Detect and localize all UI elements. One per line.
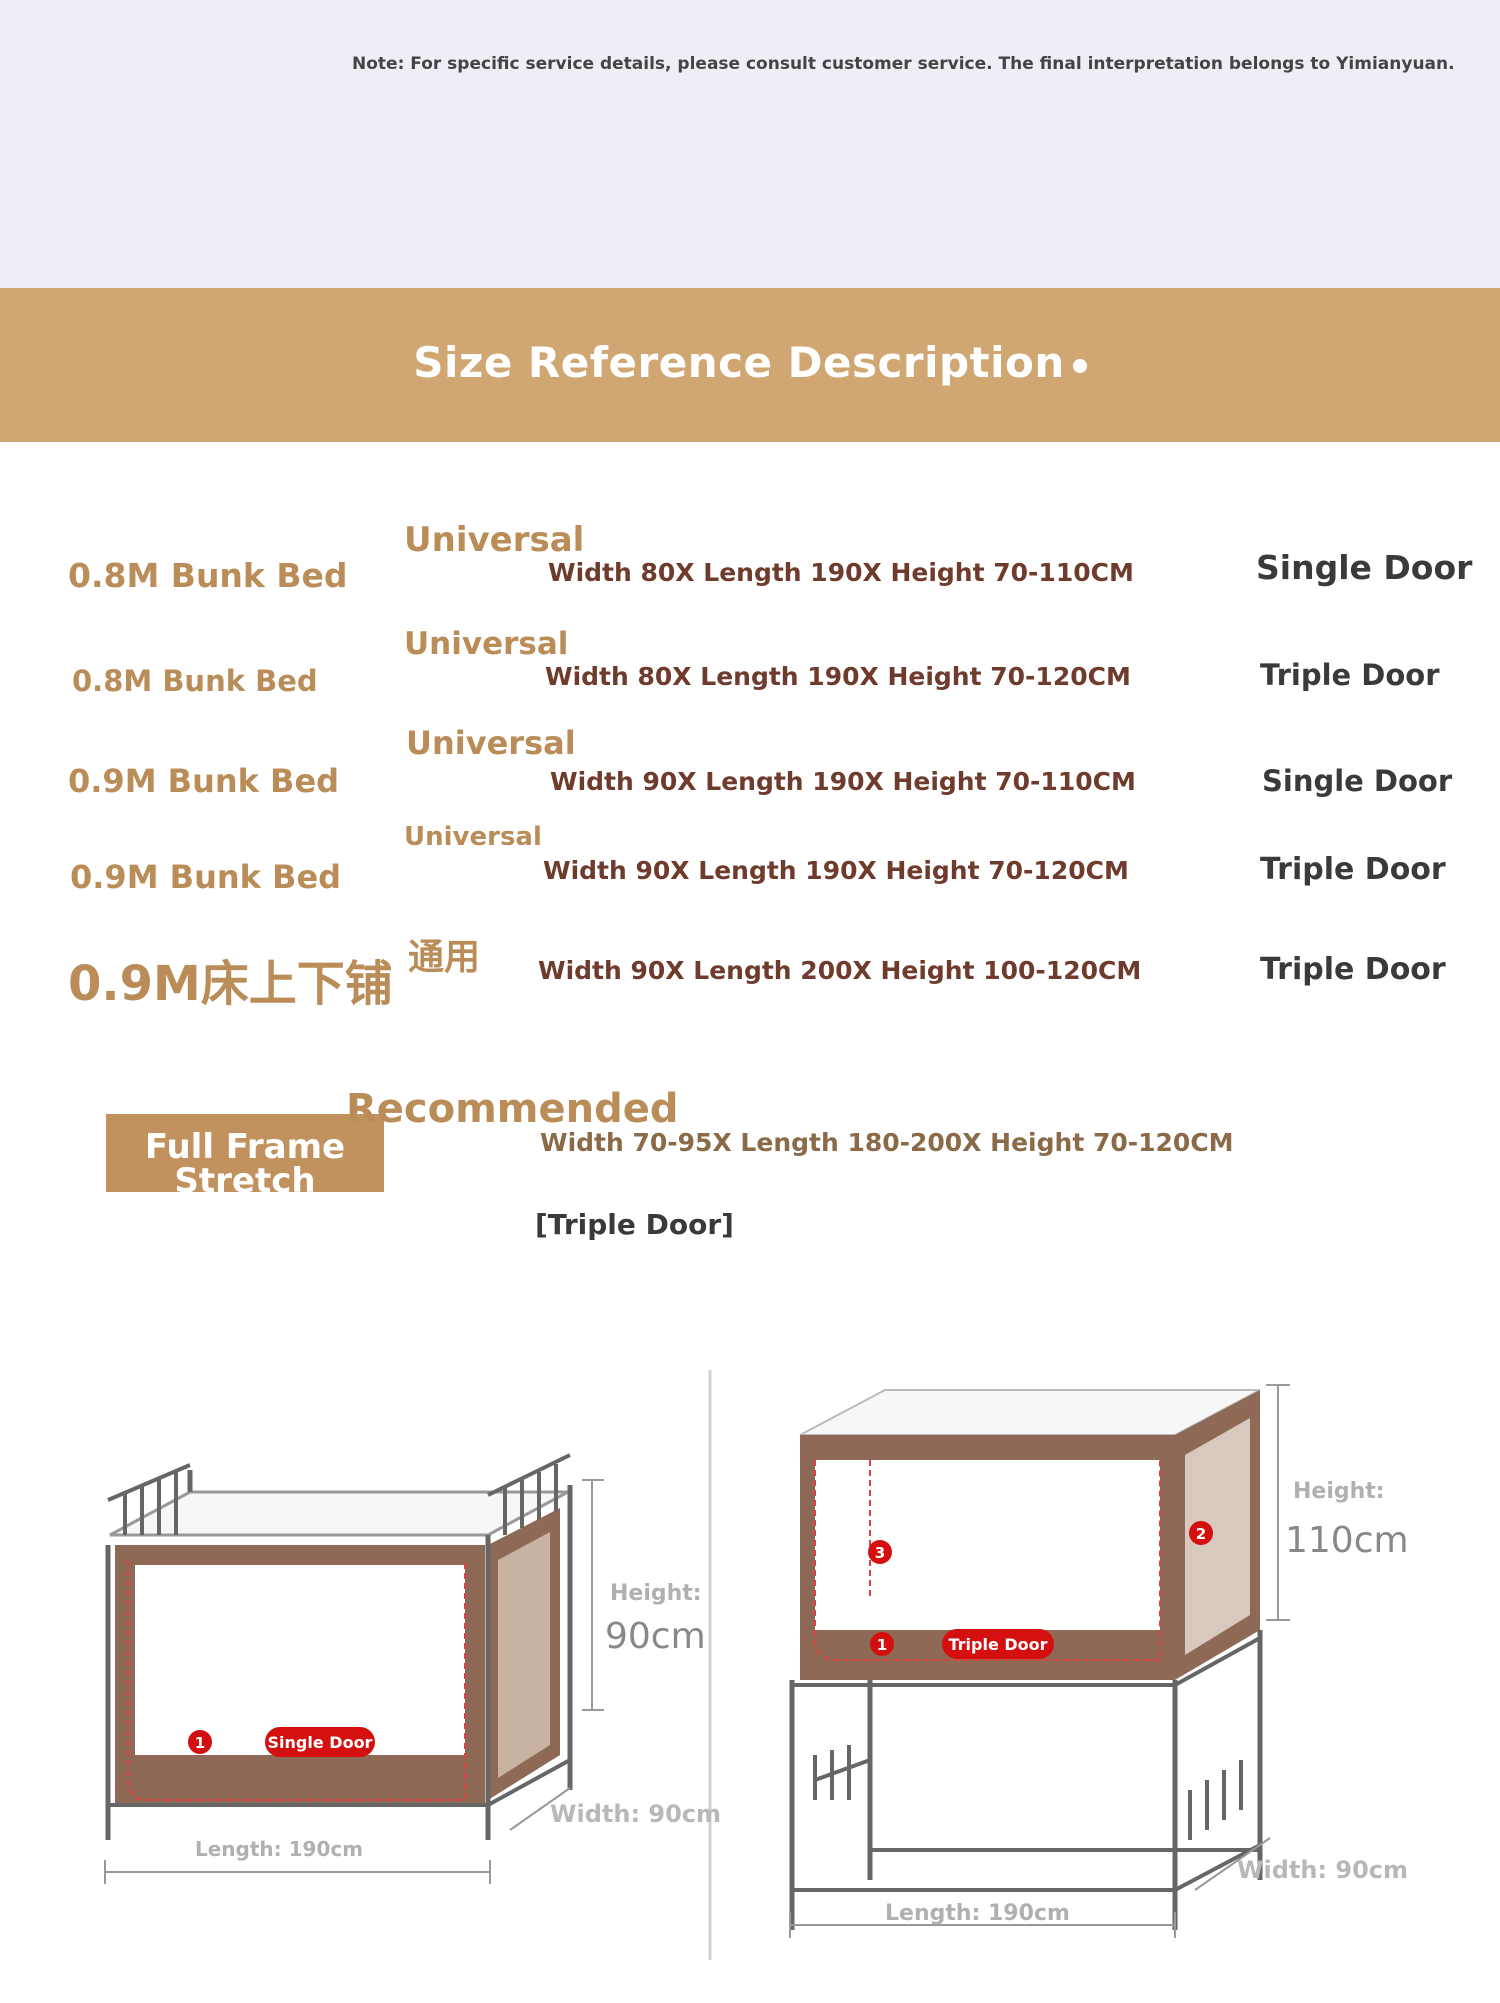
row-4-dims: Width 90X Length 190X Height 70-120CM: [543, 856, 1129, 885]
right-marker-1-label: 1: [877, 1636, 887, 1654]
left-dimension-lines: [104, 1479, 604, 1884]
row-1-dims: Width 80X Length 190X Height 70-110CM: [548, 558, 1134, 587]
row-3-dims: Width 90X Length 190X Height 70-110CM: [550, 767, 1136, 796]
left-bed-top: [109, 1490, 569, 1537]
right-bed-diagram: 3 2 1 Triple Door Height: 110cm Width: 9…: [789, 1384, 1409, 1938]
row-3-tag: Universal: [406, 724, 576, 762]
left-height-value: 90cm: [605, 1616, 706, 1657]
row-5-dims: Width 90X Length 200X Height 100-120CM: [538, 956, 1142, 985]
right-width-label: Width: 90cm: [1237, 1856, 1408, 1884]
left-height-label: Height:: [610, 1581, 702, 1606]
full-frame-dims: Width 70-95X Length 180-200X Height 70-1…: [540, 1128, 1234, 1157]
left-width-label: Width: 90cm: [550, 1800, 721, 1828]
full-frame-badge: Full Frame Stretch: [106, 1114, 384, 1198]
row-2-dims: Width 80X Length 190X Height 70-120CM: [545, 662, 1131, 691]
row-1-tag: Universal: [404, 520, 585, 560]
service-note: Note: For specific service details, plea…: [352, 54, 1455, 74]
row-4-bed: 0.9M Bunk Bed: [70, 858, 342, 896]
dot-icon: [1072, 358, 1087, 373]
full-frame-label: Full Frame Stretch: [144, 1127, 346, 1201]
section-banner: Size Reference Description: [0, 288, 1500, 442]
left-door-outline: [127, 1560, 466, 1801]
row-1-bed: 0.8M Bunk Bed: [68, 556, 348, 595]
left-marker-1: [188, 1730, 212, 1754]
right-marker-3: [868, 1540, 892, 1564]
right-door-label: Triple Door: [948, 1635, 1047, 1654]
right-marker-2-label: 2: [1196, 1525, 1206, 1543]
row-2-tag: Universal: [404, 626, 569, 662]
right-marker-1: [870, 1632, 894, 1656]
right-curtain-side-window: [1185, 1418, 1250, 1655]
row-5-tag: 通用: [408, 937, 481, 978]
right-marker-2: [1189, 1521, 1213, 1545]
row-3-door: Single Door: [1262, 764, 1453, 798]
left-rail-side: [487, 1758, 571, 1807]
banner-title: Size Reference Description: [0, 338, 1500, 387]
right-height-value: 110cm: [1285, 1520, 1409, 1561]
row-2-bed: 0.8M Bunk Bed: [72, 664, 318, 698]
bunk-bed-diagrams: 1 Single Door Height: 90cm Width: 90cm L…: [104, 1370, 1409, 1960]
row-2-door: Triple Door: [1260, 658, 1440, 692]
left-marker-1-label: 1: [195, 1734, 205, 1752]
top-band: [0, 0, 1500, 288]
left-door-label: Single Door: [268, 1733, 373, 1752]
banner-title-text: Size Reference Description: [413, 338, 1065, 387]
row-5-door: Triple Door: [1260, 952, 1446, 987]
right-curtain-window: [815, 1460, 1160, 1630]
row-4-tag: Universal: [404, 822, 542, 852]
left-door-badge: [265, 1727, 375, 1757]
right-door-outline: [814, 1460, 1161, 1661]
full-frame-door: [Triple Door]: [535, 1208, 734, 1241]
row-4-door: Triple Door: [1260, 852, 1446, 887]
left-bed-diagram: 1 Single Door Height: 90cm Width: 90cm L…: [104, 1453, 721, 1884]
left-curtain-side-window: [498, 1532, 550, 1778]
right-dimension-lines: [789, 1384, 1290, 1938]
right-length-label: Length: 190cm: [885, 1901, 1070, 1926]
row-1-door: Single Door: [1256, 548, 1473, 587]
left-headboard: [107, 1453, 571, 1535]
recommended-tag: Recommended: [346, 1086, 679, 1132]
right-rails: [792, 1636, 1261, 1892]
right-door-badge: [942, 1629, 1054, 1659]
left-curtain-bottom: [125, 1755, 475, 1793]
left-length-label: Length: 190cm: [195, 1837, 363, 1861]
right-height-label: Height:: [1293, 1479, 1385, 1504]
row-3-bed: 0.9M Bunk Bed: [68, 762, 340, 800]
row-5-bed: 0.9M床上下铺: [68, 956, 393, 1012]
right-marker-3-label: 3: [875, 1544, 885, 1562]
